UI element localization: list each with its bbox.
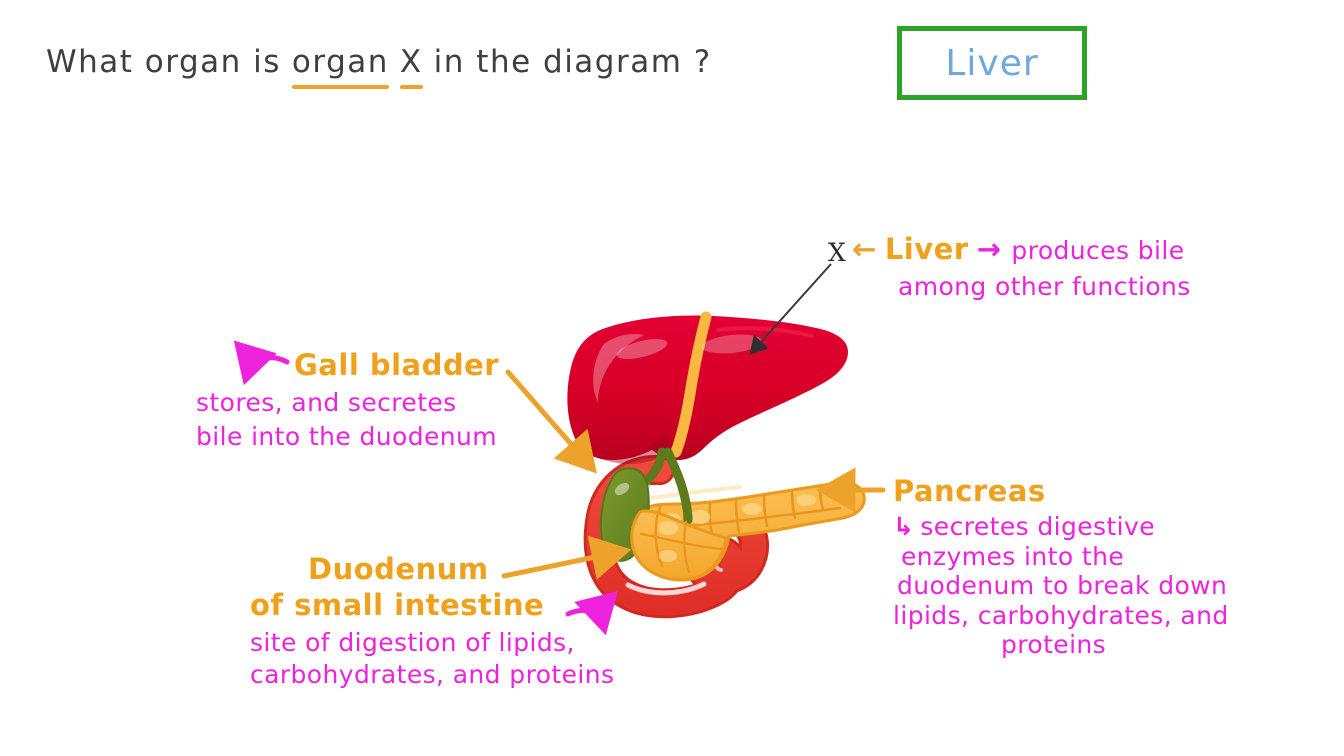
answer-box: Liver [897,26,1087,100]
gallbladder-label: Gall bladder [294,348,500,382]
organ-liver [567,311,848,465]
question-after: in the diagram ? [433,44,712,80]
liver-annotation: ← Liver → produces bile among other func… [852,232,1191,302]
organ-x-marker: X [828,238,846,267]
liver-right-arrow: → [976,232,1002,266]
answer-label: Liver [945,42,1039,84]
pancreas-desc-line1: secretes digestive [920,512,1155,542]
duodenum-desc-line1: site of digestion of lipids, [250,628,575,658]
liver-desc-line2: among other functions [898,272,1191,302]
duodenum-annotation: Duodenum of small intestine site of dige… [250,552,614,689]
question-underlined-x: X [399,44,423,89]
pancreas-head [630,509,728,582]
pancreas-desc-line1-row: ↳secretes digestive [893,512,1229,542]
pancreas-desc-line5: proteins [1001,630,1107,660]
pancreas-label: Pancreas [893,474,1046,508]
duodenum-subtitle: of small intestine [250,588,545,623]
question-before: What organ is [46,44,281,80]
liver-desc-line1: produces bile [1011,236,1185,265]
liver-left-arrow: ← [852,232,877,266]
gallbladder-desc-line1: stores, and secretes [196,388,457,418]
liver-label: Liver [884,232,969,266]
pancreas-desc-line2: enzymes into the [901,541,1125,571]
pancreas-desc-line4: lipids, carbohydrates, and [893,600,1229,630]
duodenum-label: Duodenum [308,552,489,586]
gallbladder-desc-line2: bile into the duodenum [196,421,497,451]
gallbladder-annotation: Gall bladder stores, and secretes bile i… [196,348,499,451]
duodenum-desc-line2: carbohydrates, and proteins [250,659,615,689]
pancreas-annotation: Pancreas ↳secretes digestive enzymes int… [893,474,1229,660]
pancreas-hook-arrow: ↳ [893,512,915,542]
pancreas-desc-line3: duodenum to break down [897,571,1228,601]
question-underlined-organ: organ [291,44,389,89]
